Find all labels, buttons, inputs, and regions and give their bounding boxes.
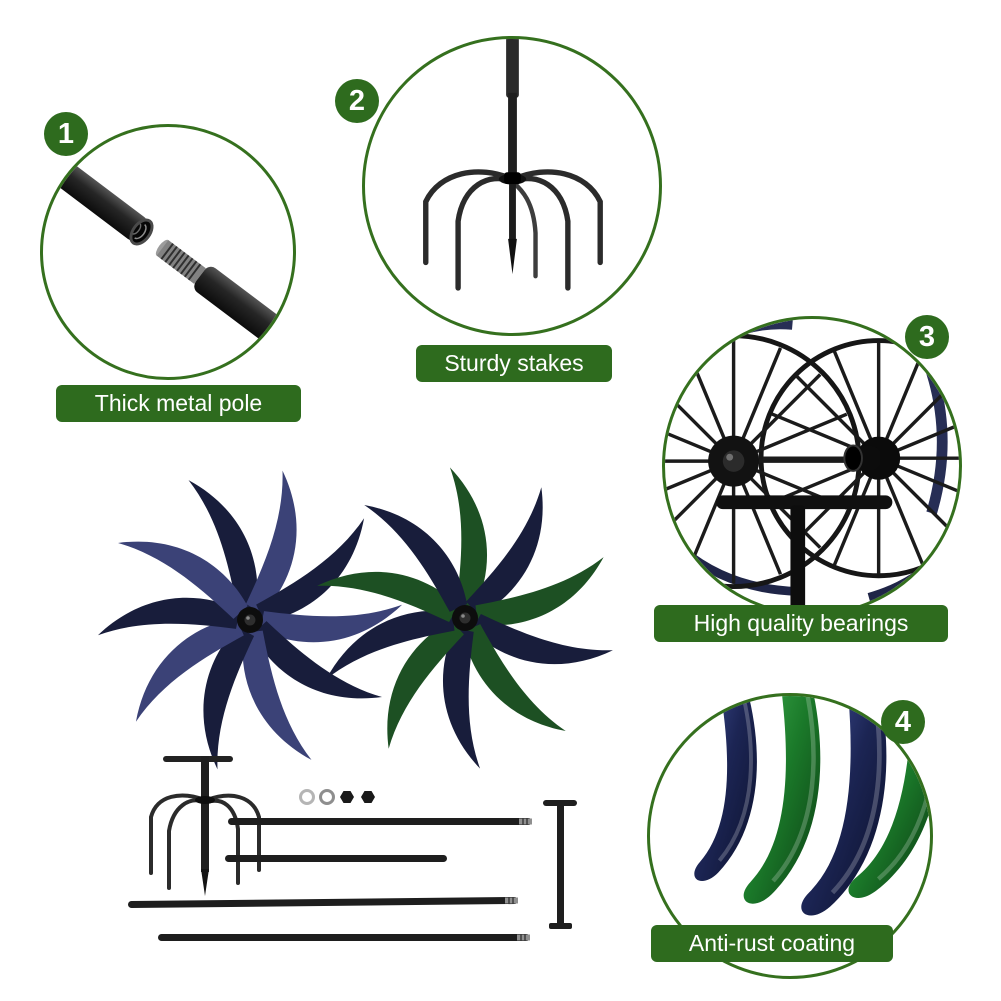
callout-4-number-badge: 4 xyxy=(881,700,925,744)
hardware-parts xyxy=(299,789,375,805)
t-handle-rod xyxy=(543,800,577,929)
threaded-pole-illustration xyxy=(43,127,293,377)
callout-1-bubble xyxy=(40,124,296,380)
bearings-illustration xyxy=(665,319,959,613)
callout-2-label: Sturdy stakes xyxy=(416,345,612,382)
disassembled-parts-illustration xyxy=(97,467,613,941)
callout-1-number-badge: 1 xyxy=(44,112,88,156)
callout-3-number-badge: 3 xyxy=(905,315,949,359)
right-spinner-wheel xyxy=(317,467,613,769)
callout-1-label: Thick metal pole xyxy=(56,385,301,422)
rod-threaded-tips xyxy=(505,818,532,941)
callout-3-label: High quality bearings xyxy=(654,605,948,642)
stake-part xyxy=(149,756,261,896)
callout-4-label: Anti-rust coating xyxy=(651,925,893,962)
left-spinner-wheel xyxy=(97,470,403,770)
callout-2-bubble xyxy=(362,36,662,336)
callout-2-number-badge: 2 xyxy=(335,79,379,123)
stake-illustration xyxy=(423,39,603,291)
callout-3-bubble xyxy=(662,316,962,616)
pole-rods xyxy=(128,818,532,941)
